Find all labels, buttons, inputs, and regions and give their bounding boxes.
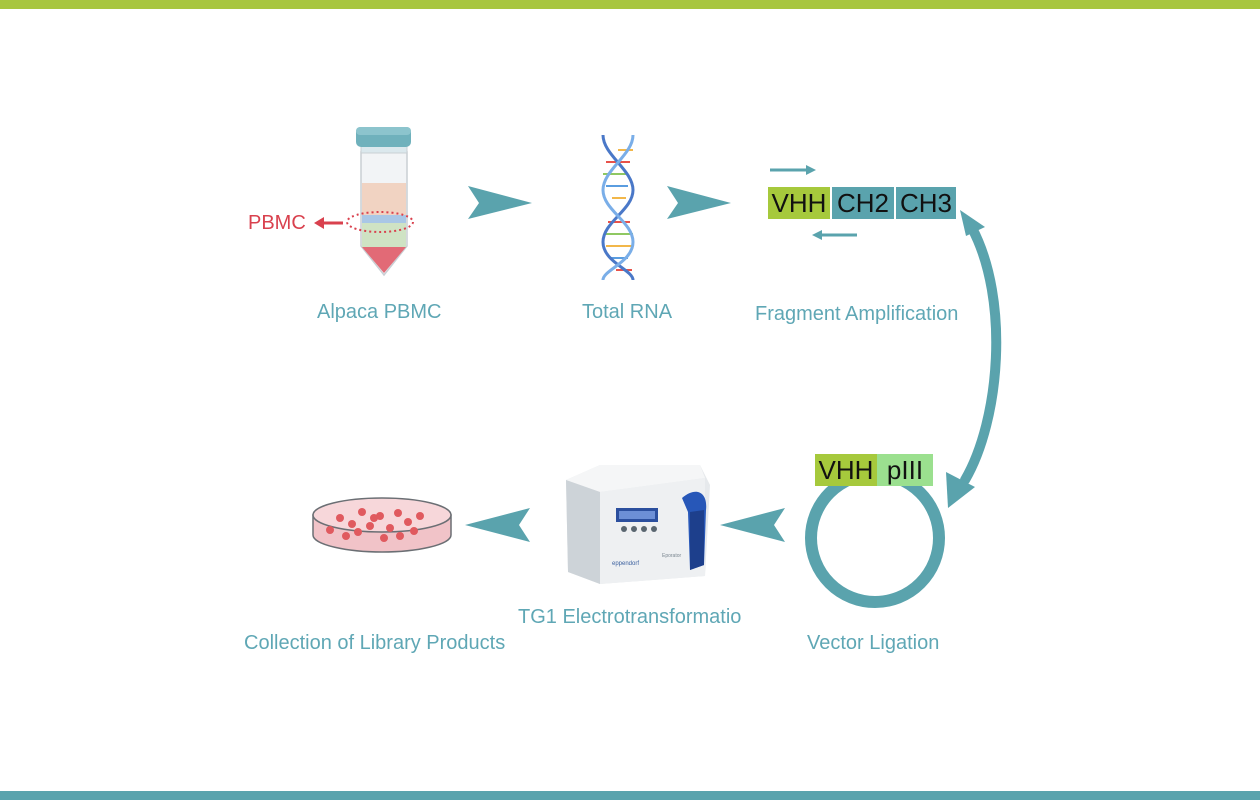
- pbmc-label: PBMC: [248, 212, 306, 234]
- dna-helix-icon: [601, 134, 635, 281]
- fragment-ch2: CH2: [832, 187, 894, 219]
- step-label-vector-ligation: Vector Ligation: [807, 632, 940, 654]
- step-label-alpaca-pbmc: Alpaca PBMC: [317, 301, 442, 323]
- arrow-left-2: [465, 508, 530, 542]
- curved-arrow: [960, 223, 1002, 485]
- step-label-total-rna: Total RNA: [582, 301, 673, 323]
- fragment-ch3: CH3: [896, 187, 956, 219]
- tube-icon: [314, 127, 414, 277]
- arrow-right-2: [667, 186, 731, 219]
- device-brand-label: eppendorf: [612, 561, 639, 567]
- arrow-right-1: [468, 186, 532, 219]
- arrow-left-1: [720, 508, 785, 542]
- plasmid-icon: [805, 468, 945, 608]
- petri-dish-icon: [312, 497, 452, 553]
- electroporator-icon: eppendorf Eporator: [566, 465, 710, 584]
- step-label-electrotransformation: TG1 Electrotransformatio: [518, 606, 742, 628]
- bottom-accent-bar: [0, 791, 1260, 800]
- vector-vhh: VHH: [815, 454, 877, 486]
- device-model-label: Eporator: [662, 553, 682, 559]
- step-label-fragment-amplification: Fragment Amplification: [755, 303, 959, 325]
- top-accent-bar: [0, 0, 1260, 9]
- step-label-collection: Collection of Library Products: [244, 632, 506, 654]
- vector-piii: pIII: [877, 454, 933, 486]
- fragment-vhh: VHH: [768, 187, 830, 219]
